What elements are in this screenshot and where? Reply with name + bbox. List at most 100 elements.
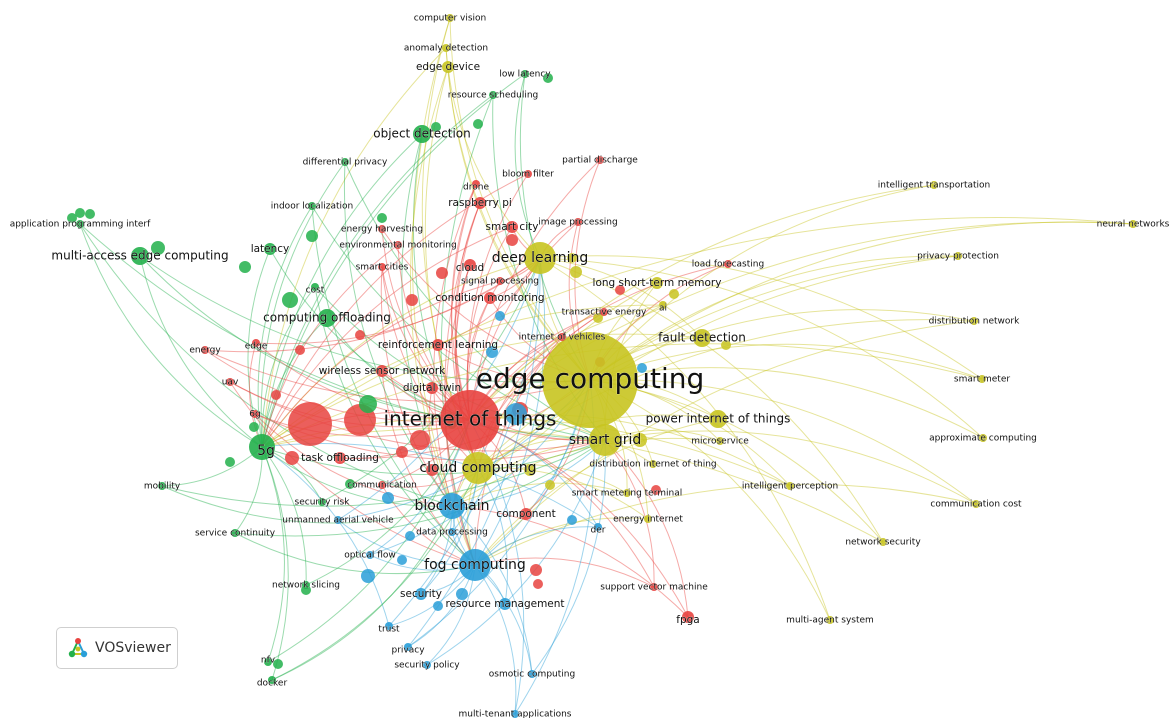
- network-node[interactable]: [423, 661, 431, 669]
- network-link: [261, 94, 494, 448]
- network-node[interactable]: [439, 493, 465, 519]
- network-node[interactable]: [334, 516, 342, 524]
- network-node[interactable]: [489, 91, 497, 99]
- network-node[interactable]: [528, 670, 536, 678]
- network-node[interactable]: [378, 481, 386, 489]
- network-node[interactable]: [442, 44, 450, 52]
- network-node[interactable]: [786, 482, 794, 490]
- network-node[interactable]: [378, 225, 386, 233]
- network-node[interactable]: [499, 598, 511, 610]
- network-node[interactable]: [484, 292, 496, 304]
- network-node[interactable]: [376, 365, 388, 377]
- network-node[interactable]: [879, 538, 887, 546]
- network-node[interactable]: [334, 452, 346, 464]
- network-node[interactable]: [623, 489, 631, 497]
- network-node[interactable]: [979, 434, 987, 442]
- node-label: osmotic computing: [489, 670, 575, 680]
- network-node[interactable]: [311, 283, 319, 291]
- network-node[interactable]: [432, 339, 444, 351]
- network-node[interactable]: [249, 434, 275, 460]
- network-node[interactable]: [644, 515, 652, 523]
- network-node[interactable]: [131, 247, 149, 265]
- network-link: [261, 133, 423, 448]
- network-node[interactable]: [446, 14, 454, 22]
- network-node[interactable]: [649, 460, 657, 468]
- network-link: [269, 248, 471, 421]
- network-node[interactable]: [574, 218, 582, 226]
- network-node[interactable]: [302, 581, 310, 589]
- network-node[interactable]: [404, 643, 412, 651]
- network-node[interactable]: [930, 181, 938, 189]
- network-node[interactable]: [341, 158, 349, 166]
- network-node[interactable]: [651, 277, 663, 289]
- network-link: [388, 257, 541, 627]
- network-node[interactable]: [459, 549, 491, 581]
- node-label: resource scheduling: [448, 91, 539, 101]
- network-node[interactable]: [524, 170, 532, 178]
- network-node[interactable]: [496, 277, 504, 285]
- network-node[interactable]: [693, 329, 711, 347]
- network-node[interactable]: [308, 202, 316, 210]
- network-node[interactable]: [520, 508, 532, 520]
- network-node[interactable]: [231, 529, 239, 537]
- network-node[interactable]: [506, 221, 518, 233]
- network-node[interactable]: [659, 301, 667, 309]
- network-node[interactable]: [264, 658, 272, 666]
- network-node[interactable]: [442, 61, 454, 73]
- network-node[interactable]: [970, 317, 978, 325]
- network-node[interactable]: [385, 622, 393, 630]
- network-node[interactable]: [378, 263, 386, 271]
- network-node[interactable]: [226, 378, 234, 386]
- node-label: edge computing: [476, 362, 705, 395]
- network-node[interactable]: [268, 676, 276, 684]
- network-node[interactable]: [1129, 220, 1137, 228]
- network-link: [539, 255, 983, 380]
- network-node[interactable]: [472, 180, 480, 188]
- network-link: [445, 47, 591, 381]
- network-node[interactable]: [426, 382, 438, 394]
- network-node: [225, 457, 235, 467]
- network-node[interactable]: [600, 308, 608, 316]
- network-node[interactable]: [462, 452, 494, 484]
- network-node[interactable]: [589, 424, 621, 456]
- network-node[interactable]: [158, 482, 166, 490]
- vosviewer-badge[interactable]: VOSviewer: [56, 627, 178, 669]
- network-node[interactable]: [709, 410, 727, 428]
- network-node[interactable]: [394, 241, 402, 249]
- vosviewer-logo-icon: [68, 638, 88, 658]
- network-node[interactable]: [201, 346, 209, 354]
- network-node[interactable]: [650, 583, 658, 591]
- network-node[interactable]: [448, 528, 456, 536]
- network-node[interactable]: [826, 616, 834, 624]
- network-node[interactable]: [76, 220, 84, 228]
- network-node[interactable]: [558, 333, 566, 341]
- network-node[interactable]: [978, 375, 986, 383]
- node-label: internet of vehicles: [519, 333, 606, 343]
- network-link: [474, 257, 546, 566]
- network-node[interactable]: [954, 252, 962, 260]
- network-node[interactable]: [724, 260, 732, 268]
- network-node[interactable]: [972, 500, 980, 508]
- network-node[interactable]: [474, 197, 486, 209]
- network-node[interactable]: [542, 332, 638, 428]
- network-node: [651, 485, 661, 495]
- network-node[interactable]: [264, 243, 276, 255]
- network-node[interactable]: [521, 70, 529, 78]
- network-node[interactable]: [596, 156, 604, 164]
- network-node[interactable]: [366, 551, 374, 559]
- network-node[interactable]: [415, 588, 427, 600]
- network-node[interactable]: [318, 309, 336, 327]
- network-link: [531, 439, 606, 675]
- network-node[interactable]: [440, 390, 500, 450]
- network-node[interactable]: [413, 125, 431, 143]
- network-link: [466, 173, 529, 421]
- network-node[interactable]: [252, 339, 260, 347]
- network-node[interactable]: [594, 523, 602, 531]
- network-node[interactable]: [716, 437, 724, 445]
- network-node[interactable]: [682, 611, 694, 623]
- network-node[interactable]: [511, 710, 519, 718]
- network-node[interactable]: [464, 259, 476, 271]
- network-node[interactable]: [318, 498, 326, 506]
- network-node[interactable]: [251, 410, 259, 418]
- network-node[interactable]: [524, 242, 556, 274]
